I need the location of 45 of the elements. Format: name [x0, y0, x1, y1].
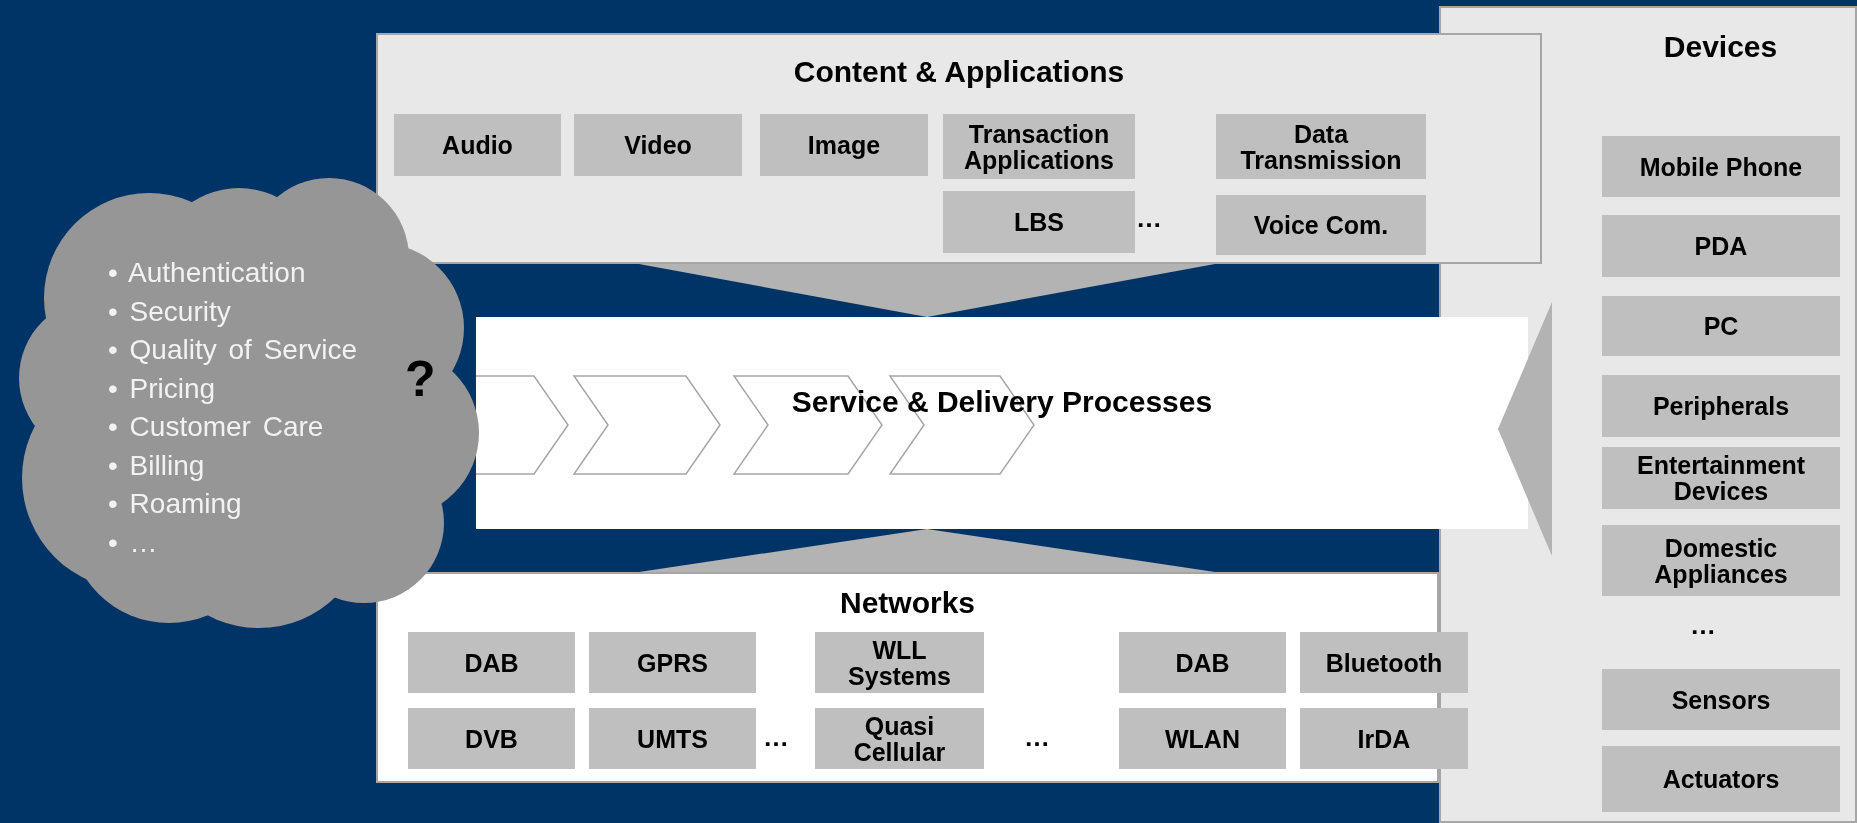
item-tile: Mobile Phone — [1602, 136, 1840, 197]
bullet-item: • Billing — [108, 448, 206, 483]
bullet-item: • Quality of Service — [108, 333, 357, 367]
item-tile: WLAN — [1119, 708, 1286, 769]
item-tile: Data Transmission — [1216, 114, 1426, 179]
item-tile: Domestic Appliances — [1602, 525, 1840, 596]
item-tile: Actuators — [1602, 746, 1840, 812]
item-tile: Bluetooth — [1300, 632, 1468, 693]
item-tile: Sensors — [1602, 669, 1840, 730]
ellipsis-text: … — [1024, 722, 1050, 753]
item-tile: LBS — [943, 191, 1135, 253]
bullet-item: • Security — [108, 294, 232, 329]
item-tile: PC — [1602, 296, 1840, 356]
panel — [376, 33, 1542, 264]
ellipsis-text: … — [1690, 610, 1716, 641]
ellipsis-text: … — [1136, 203, 1162, 234]
item-tile: WLL Systems — [815, 632, 984, 693]
item-tile: Transaction Applications — [943, 114, 1135, 179]
item-tile: Video — [574, 114, 742, 176]
panel-title: Devices — [1662, 30, 1779, 64]
item-tile: UMTS — [589, 708, 756, 769]
item-tile: Voice Com. — [1216, 195, 1426, 255]
bullet-item: • Roaming — [108, 487, 243, 521]
item-tile: DVB — [408, 708, 575, 769]
panel-title: Networks — [838, 586, 976, 620]
bullet-item: • Pricing — [108, 371, 217, 406]
panel-title: Content & Applications — [792, 55, 1126, 89]
item-tile: GPRS — [589, 632, 756, 693]
ellipsis-text: … — [763, 722, 789, 753]
item-tile: Image — [760, 114, 928, 176]
item-tile: Quasi Cellular — [815, 708, 984, 769]
item-tile: Entertainment Devices — [1602, 447, 1840, 509]
process-band — [476, 317, 1528, 529]
item-tile: Audio — [394, 114, 561, 176]
item-tile: DAB — [408, 632, 575, 693]
item-tile: Peripherals — [1602, 375, 1840, 437]
item-tile: DAB — [1119, 632, 1286, 693]
item-tile: PDA — [1602, 215, 1840, 277]
panel — [1542, 6, 1857, 823]
bullet-item: • Authentication — [108, 256, 307, 290]
bullet-item: • Customer Care — [108, 410, 325, 444]
item-tile: IrDA — [1300, 708, 1468, 769]
band-title: Service & Delivery Processes — [790, 385, 1214, 419]
question-mark: ? — [405, 350, 436, 408]
bullet-item: • … — [108, 525, 159, 560]
